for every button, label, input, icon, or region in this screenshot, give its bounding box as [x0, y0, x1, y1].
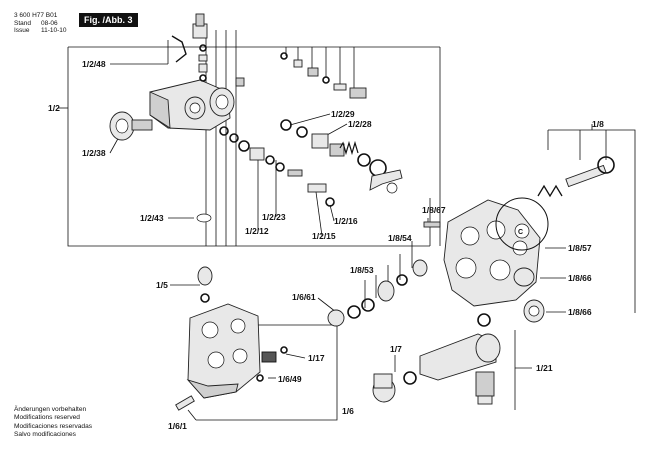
doc-number: 3 600 H77 B01	[14, 12, 58, 19]
marker-c: C	[518, 229, 523, 236]
callout-1-8-67: 1/8/67	[422, 205, 446, 215]
callout-1-2-38: 1/2/38	[82, 148, 106, 158]
issue-value: 11-10-10	[41, 27, 67, 34]
callout-1-6-1: 1/6/1	[168, 421, 187, 431]
plugs-1-8-66	[513, 267, 545, 323]
note-es: Modificaciones reservadas	[14, 422, 93, 430]
seals-1-8	[327, 221, 441, 327]
spring-and-pin-1-8	[537, 156, 615, 198]
callout-1-7: 1/7	[390, 344, 402, 354]
group-1-8-frame	[548, 124, 636, 313]
pin-1-2-48	[171, 35, 187, 63]
note-pt: Salvo modificaciones	[14, 430, 76, 438]
callout-1-2-15: 1/2/15	[312, 231, 336, 241]
callout-1-21: 1/21	[536, 363, 553, 373]
callout-1-2-43: 1/2/43	[140, 213, 164, 223]
callout-1-8: 1/8	[592, 119, 604, 129]
callout-1-2-48: 1/2/48	[82, 59, 106, 69]
callout-1-2-16: 1/2/16	[334, 216, 358, 226]
callout-1-8-66-upper: 1/8/66	[568, 273, 592, 283]
stand-value: 08-06	[41, 20, 58, 27]
callout-1-8-66-lower: 1/8/66	[568, 307, 592, 317]
callout-1-8-57: 1/8/57	[568, 243, 592, 253]
callout-1-2-28: 1/2/28	[348, 119, 372, 129]
inlet-fitting-1-7	[372, 371, 417, 403]
callout-1-17: 1/17	[308, 353, 325, 363]
group-1-6-frame	[196, 324, 338, 421]
cylinder-head-1-8	[443, 197, 549, 307]
modification-notes: Änderungen vorbehalten Modifications res…	[14, 406, 92, 439]
stand-label: Stand	[14, 20, 31, 27]
callout-1-6: 1/6	[342, 406, 354, 416]
callout-1-5: 1/5	[156, 280, 168, 290]
callout-1-2: 1/2	[48, 103, 60, 113]
note-en: Modifications reserved	[14, 414, 80, 422]
callout-1-2-29: 1/2/29	[331, 109, 355, 119]
callout-1-2-12: 1/2/12	[245, 226, 269, 236]
issue-label: Issue	[14, 27, 30, 34]
callout-1-2-23: 1/2/23	[262, 212, 286, 222]
callout-1-6-61: 1/6/61	[292, 292, 316, 302]
figure-label: Fig. /Abb. 3	[79, 13, 138, 27]
callout-1-8-53: 1/8/53	[350, 265, 374, 275]
small-parts-top	[196, 44, 335, 223]
note-de: Änderungen vorbehalten	[14, 406, 87, 413]
valve-block-1-2	[149, 13, 235, 131]
upper-right-valve-parts	[280, 52, 403, 194]
callout-1-6-49: 1/6/49	[278, 374, 302, 384]
handle-1-2-38	[109, 111, 153, 141]
callout-1-8-54: 1/8/54	[388, 233, 412, 243]
manifold-1-21	[419, 313, 501, 405]
pump-housing-1-6	[175, 266, 288, 411]
